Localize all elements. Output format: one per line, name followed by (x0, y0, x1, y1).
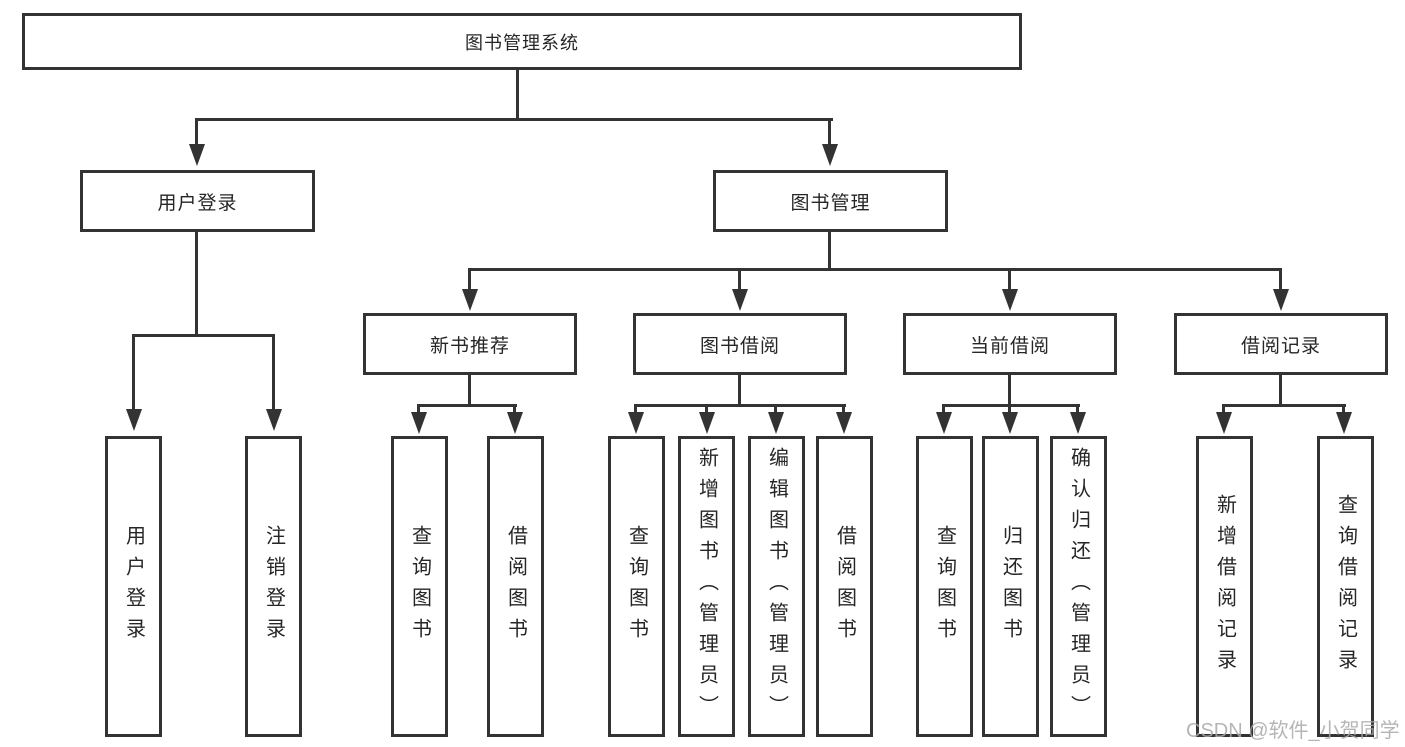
arrow-down-icon (732, 289, 748, 311)
node-library-management-system: 图书管理系统 (22, 13, 1022, 70)
tree-line (705, 404, 708, 413)
tree-line (942, 404, 945, 413)
tree-line (634, 404, 637, 413)
tree-line (195, 118, 198, 146)
tree-line (1222, 404, 1346, 407)
arrow-down-icon (1070, 412, 1086, 434)
arrow-down-icon (462, 289, 478, 311)
tree-line (942, 404, 1080, 407)
tree-line (1279, 268, 1282, 290)
node-label: 借阅图书 (504, 524, 527, 649)
arrow-down-icon (1273, 289, 1289, 311)
node-book-borrowing: 图书借阅 (633, 313, 847, 375)
tree-line (1279, 375, 1282, 406)
tree-line (738, 268, 741, 290)
tree-line (468, 268, 1282, 271)
node-label: 新增图书（管理员） (695, 447, 718, 726)
node-label: 查询图书 (933, 524, 956, 649)
node-label: 图书借阅 (699, 335, 780, 357)
tree-line (738, 375, 741, 406)
node-label: 查询借阅记录 (1334, 493, 1357, 680)
node-label: 归还图书 (999, 524, 1022, 649)
arrow-down-icon (266, 409, 282, 431)
node-borrowing-records: 借阅记录 (1174, 313, 1388, 375)
watermark-text: CSDN @软件_小贺同学 (1186, 720, 1400, 742)
arrow-down-icon (628, 412, 644, 434)
tree-line (516, 70, 519, 120)
node-label: 编辑图书（管理员） (765, 447, 788, 726)
tree-line (1076, 404, 1079, 413)
node-label: 当前借阅 (969, 335, 1050, 357)
node-label: 用户登录 (157, 192, 238, 214)
leaf-records-query-borrow-record: 查询借阅记录 (1317, 436, 1374, 737)
arrow-down-icon (189, 144, 205, 166)
arrow-down-icon (768, 412, 784, 434)
arrow-down-icon (1002, 289, 1018, 311)
arrow-down-icon (1336, 412, 1352, 434)
leaf-borrowing-borrow-books: 借阅图书 (816, 436, 873, 737)
node-label: 图书管理系统 (465, 32, 579, 53)
tree-line (272, 334, 275, 411)
node-label: 新书推荐 (429, 335, 510, 357)
leaf-user-login: 用户登录 (105, 436, 162, 737)
node-label: 查询图书 (408, 524, 431, 649)
arrow-down-icon (507, 412, 523, 434)
arrow-down-icon (936, 412, 952, 434)
tree-line (842, 404, 845, 413)
arrow-down-icon (699, 412, 715, 434)
leaf-current-query-books: 查询图书 (916, 436, 973, 737)
node-label: 图书管理 (790, 192, 871, 214)
tree-line (1222, 404, 1225, 413)
arrow-down-icon (836, 412, 852, 434)
tree-line (1342, 404, 1345, 413)
leaf-current-confirm-return-admin: 确认归还（管理员） (1050, 436, 1107, 737)
node-label: 注销登录 (262, 524, 285, 649)
leaf-borrowing-edit-books-admin: 编辑图书（管理员） (748, 436, 805, 737)
node-label: 借阅图书 (833, 524, 856, 649)
arrow-down-icon (822, 144, 838, 166)
tree-line (1008, 268, 1011, 290)
arrow-down-icon (1216, 412, 1232, 434)
leaf-current-return-books: 归还图书 (982, 436, 1039, 737)
node-label: 新增借阅记录 (1213, 493, 1236, 680)
node-label: 确认归还（管理员） (1067, 447, 1090, 726)
tree-line (132, 334, 275, 337)
tree-line (828, 118, 831, 146)
leaf-borrowing-add-books-admin: 新增图书（管理员） (678, 436, 735, 737)
tree-line (1008, 404, 1011, 413)
arrow-down-icon (1002, 412, 1018, 434)
tree-line (132, 334, 135, 411)
tree-line (634, 404, 846, 407)
tree-line (195, 232, 198, 337)
node-new-book-recommend: 新书推荐 (363, 313, 577, 375)
leaf-recommend-borrow-books: 借阅图书 (487, 436, 544, 737)
leaf-borrowing-query-books: 查询图书 (608, 436, 665, 737)
arrow-down-icon (126, 409, 142, 431)
tree-line (468, 268, 471, 290)
tree-line (774, 404, 777, 413)
node-label: 用户登录 (122, 524, 145, 649)
tree-line (195, 118, 833, 121)
node-label: 借阅记录 (1240, 335, 1321, 357)
tree-line (513, 404, 516, 413)
tree-line (828, 232, 831, 271)
node-book-management: 图书管理 (713, 170, 948, 232)
arrow-down-icon (411, 412, 427, 434)
node-current-borrowing: 当前借阅 (903, 313, 1117, 375)
leaf-records-add-borrow-record: 新增借阅记录 (1196, 436, 1253, 737)
tree-line (417, 404, 420, 413)
tree-line (468, 375, 471, 406)
tree-line (417, 404, 517, 407)
leaf-logout: 注销登录 (245, 436, 302, 737)
leaf-recommend-query-books: 查询图书 (391, 436, 448, 737)
tree-line (1008, 375, 1011, 406)
node-label: 查询图书 (625, 524, 648, 649)
node-user-login: 用户登录 (80, 170, 315, 232)
